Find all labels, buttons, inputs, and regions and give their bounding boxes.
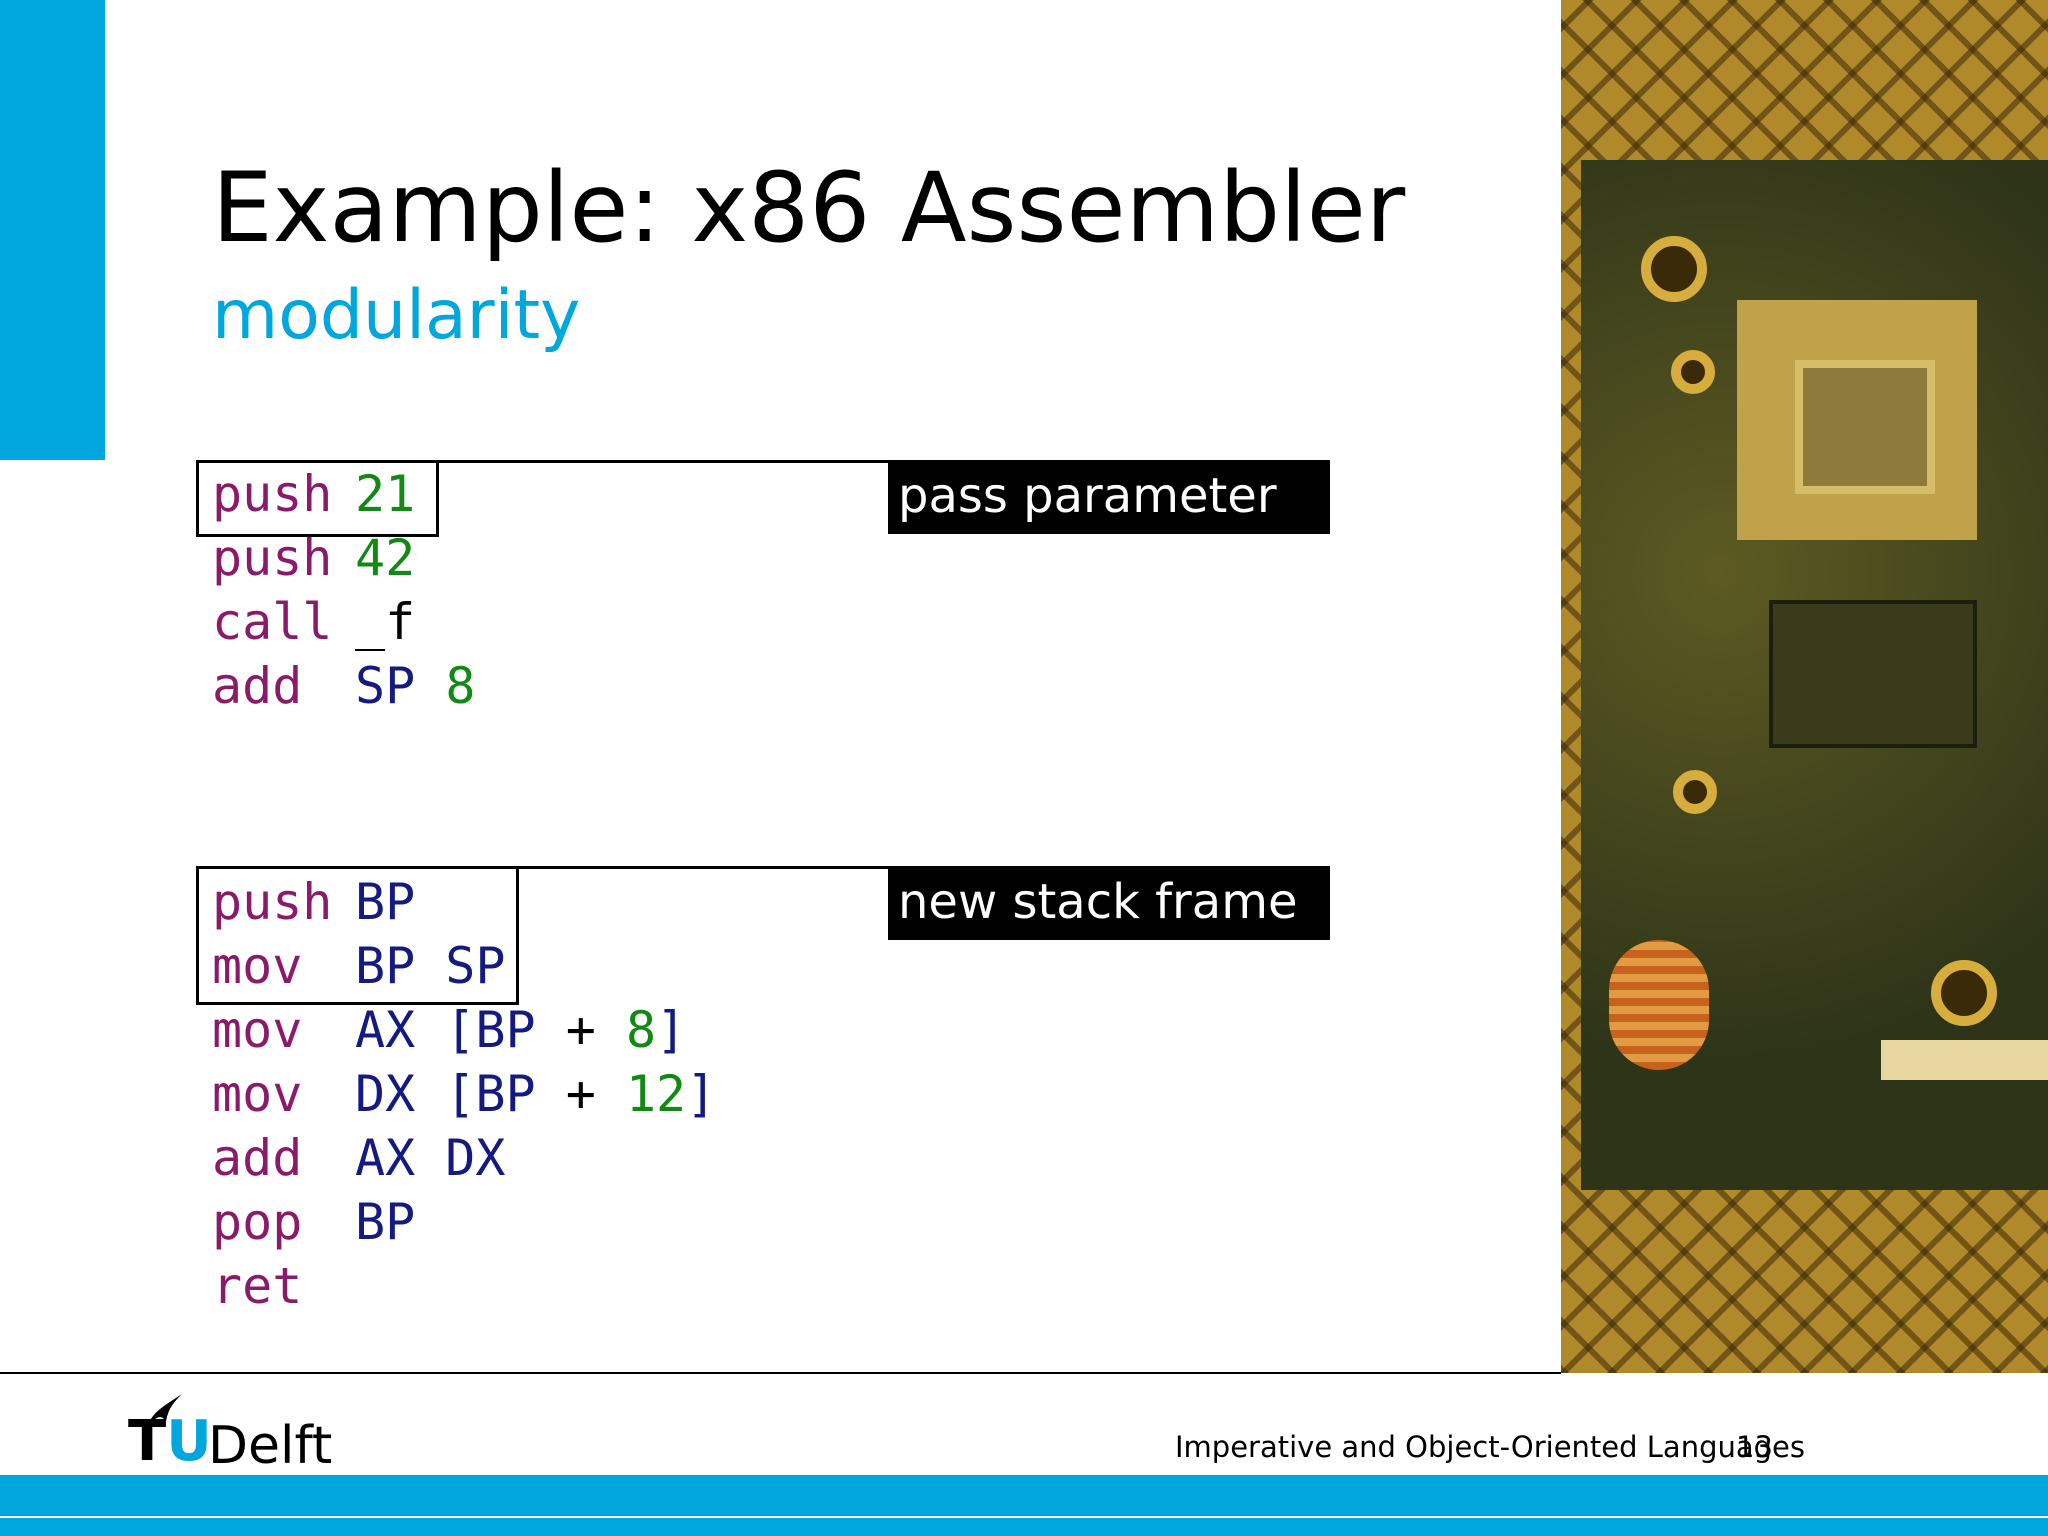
code-operand: AX [BP: [355, 1001, 536, 1059]
slide-subtitle: modularity: [212, 276, 581, 355]
code-keyword: call: [212, 593, 333, 651]
code-operand: 42: [355, 529, 416, 587]
code-operand: DX [BP: [355, 1065, 536, 1123]
code-keyword: mov: [212, 1001, 303, 1059]
code-operand: BP: [355, 1193, 416, 1251]
code-line: ret: [212, 1254, 716, 1318]
mounting-hole: [1671, 350, 1715, 394]
callee-bracket-line: [197, 866, 889, 869]
cpu-die: [1795, 360, 1935, 494]
slide-title: Example: x86 Assembler: [212, 152, 1406, 264]
code-keyword: add: [212, 1129, 303, 1187]
code-keyword: add: [212, 657, 303, 715]
code-line: push BP: [212, 870, 716, 934]
flame-icon: [148, 1394, 182, 1426]
caller-bracket-line: [197, 460, 889, 463]
code-line: add SP 8: [212, 654, 475, 718]
code-line: mov AX [BP + 8]: [212, 998, 716, 1062]
course-name: Imperative and Object-Oriented Languages: [1175, 1430, 1805, 1464]
bottom-bar-stripe: [0, 1516, 2048, 1518]
memory-chip: [1769, 600, 1977, 748]
code-operand: 8: [625, 1001, 657, 1059]
code-line: mov BP SP: [212, 934, 716, 998]
code-line: call _f: [212, 590, 475, 654]
code-keyword: push: [212, 873, 333, 931]
code-keyword: ret: [212, 1257, 303, 1315]
mounting-hole: [1673, 770, 1717, 814]
code-line: pop BP: [212, 1190, 716, 1254]
code-line: mov DX [BP + 12]: [212, 1062, 716, 1126]
code-operand: BP SP: [355, 937, 506, 995]
code-operand: +: [535, 1001, 626, 1059]
code-operand: AX DX: [355, 1129, 506, 1187]
code-operand: +: [535, 1065, 626, 1123]
bottom-accent-bar: [0, 1475, 2048, 1536]
tudelft-logo: TU Delft: [128, 1392, 348, 1476]
inductor-coil: [1609, 940, 1709, 1070]
code-line: push 42: [212, 526, 475, 590]
code-operand: 12: [625, 1065, 687, 1123]
code-operand: 21: [355, 465, 416, 523]
logo-u: U: [166, 1409, 212, 1474]
code-line: push 21: [212, 462, 475, 526]
code-operand: ]: [656, 1001, 687, 1059]
code-operand: ]: [686, 1065, 717, 1123]
code-keyword: push: [212, 465, 333, 523]
callee-label: new stack frame: [888, 866, 1330, 940]
page-number: 13: [1736, 1430, 1773, 1464]
code-keyword: push: [212, 529, 333, 587]
logo-t: T: [128, 1409, 167, 1474]
caller-label: pass parameter: [888, 460, 1330, 534]
circuit-board-photo: [1561, 0, 2048, 1373]
code-operand: [415, 657, 445, 715]
callee-highlight-box: [196, 866, 519, 1005]
mounting-hole: [1641, 236, 1707, 302]
accent-bar: [0, 0, 105, 460]
caller-highlight-box: [196, 460, 439, 537]
code-operand: _f: [355, 593, 416, 651]
code-keyword: pop: [212, 1193, 303, 1251]
footer-divider: [0, 1372, 1561, 1374]
logo-tu: TU: [128, 1412, 212, 1472]
code-keyword: mov: [212, 1065, 303, 1123]
mounting-hole: [1931, 960, 1997, 1026]
code-keyword: mov: [212, 937, 303, 995]
code-operand: BP: [355, 873, 416, 931]
code-operand: SP: [355, 657, 416, 715]
barcode-label: [1881, 1040, 2048, 1080]
code-line: add AX DX: [212, 1126, 716, 1190]
logo-delft: Delft: [208, 1416, 333, 1476]
code-operand: 8: [445, 657, 476, 715]
